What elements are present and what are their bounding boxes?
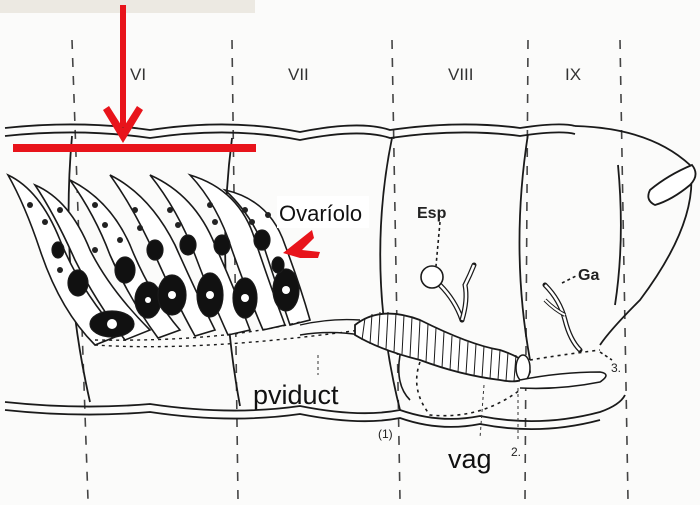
ovarioles: [8, 175, 310, 345]
boundary-line-ix-right: [620, 40, 628, 500]
vagina-tube: [355, 312, 530, 381]
segment-label-viii: VIII: [448, 65, 474, 84]
boundary-line-vii-viii: [392, 40, 400, 500]
segment-label-ix: IX: [565, 65, 581, 84]
accessory-gland: [545, 276, 612, 360]
red-horizontal-line: [13, 144, 256, 152]
label-vag: vag: [448, 444, 492, 474]
corner-tab: [0, 0, 255, 13]
segment-boundaries: [72, 40, 628, 500]
red-down-arrow-shaft: [120, 5, 126, 127]
spermatheca: [421, 222, 474, 320]
segment-label-vii: VII: [288, 65, 309, 84]
label-ovariolo: Ovaríolo: [279, 201, 362, 226]
label-num-2: 2.: [511, 445, 521, 459]
boundary-line-vi-vii: [232, 40, 238, 500]
label-num-1: (1): [378, 427, 393, 441]
label-ga: Ga: [578, 267, 599, 284]
red-ovariolo-arrow: [283, 230, 320, 258]
label-pviduct: pviduct: [253, 380, 339, 410]
label-num-3: 3.: [611, 361, 621, 375]
terminal-appendage: [648, 165, 695, 205]
label-esp: Esp: [417, 205, 447, 222]
boundary-line-viii-ix: [525, 40, 528, 500]
segment-label-vi: VI: [130, 65, 146, 84]
